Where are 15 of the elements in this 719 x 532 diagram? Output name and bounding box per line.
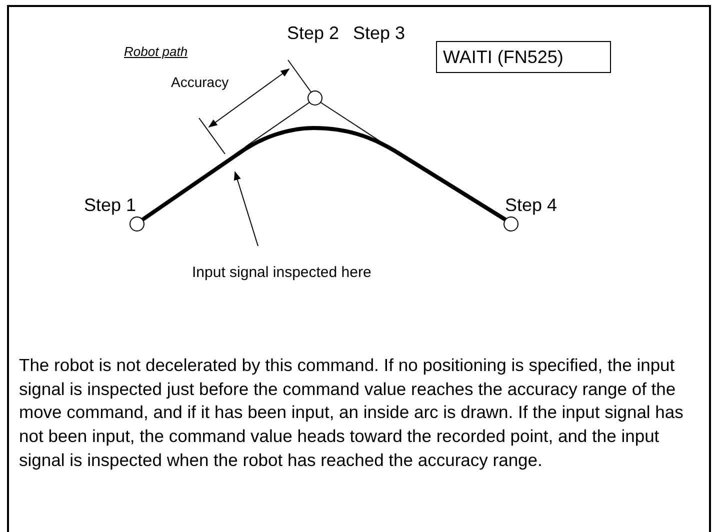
step-point-circle [308, 90, 322, 106]
step-point-circle [504, 216, 518, 232]
leader-arrow [234, 171, 258, 246]
robot-path-caption: Robot path [124, 43, 188, 61]
dimension-label: Accuracy [171, 73, 229, 92]
step-label: Step 1 [84, 194, 136, 216]
robot-path-curve [140, 126, 508, 222]
annotation-text: Input signal inspected here [192, 262, 462, 284]
step-point-circle [130, 216, 144, 232]
command-box: WAITI (FN525) [436, 41, 611, 73]
step-label: Step 4 [505, 194, 558, 216]
description-paragraph: The robot is not decelerated by this command. If no positioning is specified, the input signal is inspected just before the command value reaches the accuracy range of the move command, and if it has been input, an inside arc is drawn. If the input signal has not been input, the command value heads toward the recorded point, and the input signal is inspected when the robot has reached the accuracy range. [19, 354, 684, 472]
tangent-line [244, 102, 310, 148]
step-label: Step 3 [353, 22, 406, 44]
step-label: Step 2 [287, 22, 340, 44]
